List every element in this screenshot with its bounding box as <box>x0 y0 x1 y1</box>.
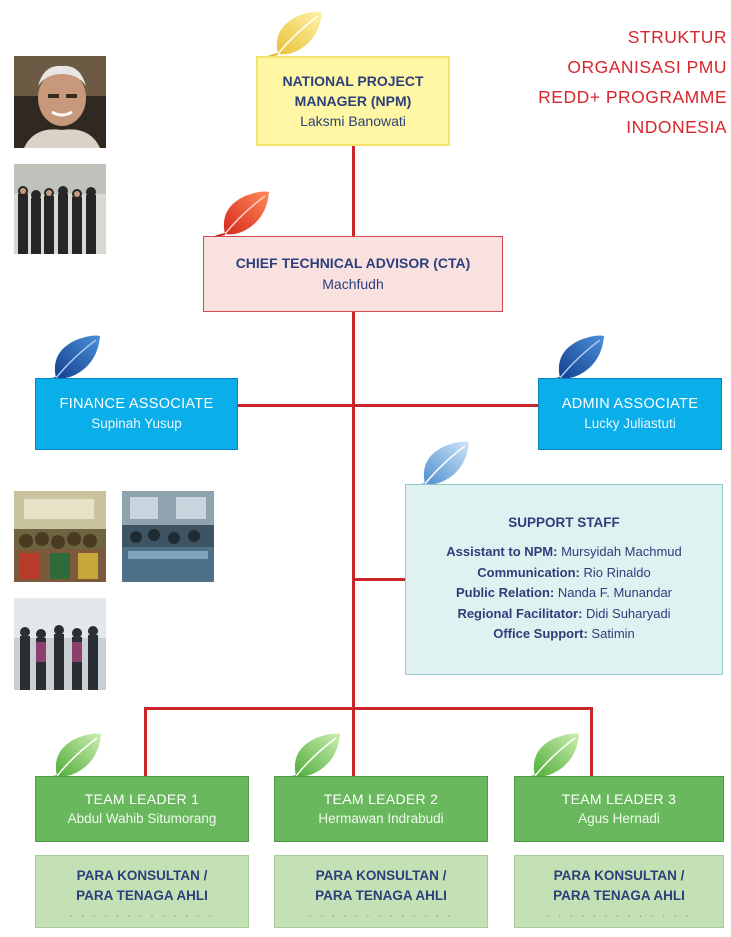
connector-associates-horizontal <box>238 404 538 407</box>
support-row: Communication: Rio Rinaldo <box>477 563 650 584</box>
support-member: Mursyidah Machmud <box>557 544 682 559</box>
support-role: Public Relation: <box>455 585 555 600</box>
connector-support-horizontal <box>352 578 405 581</box>
support-row: Public Relation: Nanda F. Munandar <box>456 583 672 604</box>
support-staff-box: SUPPORT STAFF Assistant to NPM: Mursyida… <box>405 484 723 675</box>
finance-associate-box: FINANCE ASSOCIATE Supinah Yusup <box>35 378 238 450</box>
cta-title: CHIEF TECHNICAL ADVISOR (CTA) <box>235 255 471 271</box>
title-line-2: ORGANISASI PMU <box>567 57 727 77</box>
yellow-leaf-icon <box>261 11 322 60</box>
title-line-3: REDD+ PROGRAMME <box>538 87 727 107</box>
admin-associate-box: ADMIN ASSOCIATE Lucky Juliastuti <box>538 378 722 450</box>
support-member: Rio Rinaldo <box>579 564 651 580</box>
consultants-1-box: PARA KONSULTAN / PARA TENAGA AHLI . . . … <box>35 855 249 928</box>
support-member: Nanda F. Munandar <box>554 585 673 600</box>
npm-title-line-1: NATIONAL PROJECT <box>282 73 424 89</box>
npm-title-line-2: MANAGER (NPM) <box>294 93 412 109</box>
consultants-line-2: PARA TENAGA AHLI <box>315 888 447 903</box>
support-title: SUPPORT STAFF <box>508 515 620 530</box>
page-title: STRUKTUR ORGANISASI PMU REDD+ PROGRAMME … <box>538 22 727 142</box>
team-leader-name: Agus Hernadi <box>578 811 660 826</box>
support-role: Office Support: <box>493 626 588 641</box>
finance-title: FINANCE ASSOCIATE <box>59 396 214 412</box>
team-leader-title: TEAM LEADER 3 <box>561 791 677 807</box>
consultants-line-1: PARA KONSULTAN / <box>553 868 685 883</box>
consultants-2-box: PARA KONSULTAN / PARA TENAGA AHLI . . . … <box>274 855 488 928</box>
team-leader-title: TEAM LEADER 2 <box>323 791 439 807</box>
npm-name: Laksmi Banowati <box>300 113 406 129</box>
consultants-line-2: PARA TENAGA AHLI <box>553 888 685 903</box>
meeting-photo <box>122 491 214 582</box>
cta-name: Machfudh <box>322 276 384 292</box>
team-leader-2-box: TEAM LEADER 2 Hermawan Indrabudi <box>274 776 488 842</box>
consultants-3-box: PARA KONSULTAN / PARA TENAGA AHLI . . . … <box>514 855 724 928</box>
finance-name: Supinah Yusup <box>91 416 182 431</box>
cta-box: CHIEF TECHNICAL ADVISOR (CTA) Machfudh <box>203 236 503 312</box>
team-leader-name: Abdul Wahib Situmorang <box>67 811 217 826</box>
npm-box: NATIONAL PROJECT MANAGER (NPM) Laksmi Ba… <box>256 56 450 146</box>
support-role: Assistant to NPM: <box>446 544 558 559</box>
admin-title: ADMIN ASSOCIATE <box>561 396 699 412</box>
admin-name: Lucky Juliastuti <box>584 416 676 431</box>
connector-team2-vertical <box>352 707 355 776</box>
green-leaf-icon <box>518 733 579 782</box>
support-row: Regional Facilitator: Didi Suharyadi <box>457 604 670 625</box>
connector-team1-vertical <box>144 707 147 776</box>
team-leader-title: TEAM LEADER 1 <box>84 791 200 807</box>
support-row: Assistant to NPM: Mursyidah Machmud <box>446 542 682 563</box>
support-member: Satimin <box>587 626 635 641</box>
green-leaf-icon <box>279 733 340 782</box>
connector-main-vertical <box>352 146 355 708</box>
green-leaf-icon <box>40 733 101 782</box>
consultants-line-1: PARA KONSULTAN / <box>76 868 208 883</box>
team-leader-name: Hermawan Indrabudi <box>318 811 444 826</box>
support-member: Didi Suharyadi <box>582 605 671 621</box>
blue-leaf-icon <box>39 335 100 384</box>
consultants-dots: . . . . . . . . . . . . . <box>546 909 692 920</box>
support-row: Office Support: Satimin <box>493 624 635 645</box>
support-role: Regional Facilitator: <box>457 605 583 621</box>
red-leaf-icon <box>208 191 269 240</box>
portrait-photo <box>14 56 106 148</box>
office-photo <box>14 598 106 690</box>
group-photo <box>14 164 106 254</box>
team-leader-3-box: TEAM LEADER 3 Agus Hernadi <box>514 776 724 842</box>
connector-teams-horizontal <box>144 707 593 710</box>
team-leader-1-box: TEAM LEADER 1 Abdul Wahib Situmorang <box>35 776 249 842</box>
consultants-line-1: PARA KONSULTAN / <box>315 868 447 883</box>
blue-leaf-icon <box>543 335 604 384</box>
consultants-dots: . . . . . . . . . . . . . <box>69 909 215 920</box>
event-photo <box>14 491 106 582</box>
light-blue-leaf-icon <box>408 441 469 490</box>
title-line-4: INDONESIA <box>626 117 727 137</box>
consultants-line-2: PARA TENAGA AHLI <box>76 888 208 903</box>
support-role: Communication: <box>477 564 580 580</box>
title-line-1: STRUKTUR <box>627 27 727 47</box>
connector-team3-vertical <box>590 707 593 776</box>
consultants-dots: . . . . . . . . . . . . . <box>308 909 454 920</box>
